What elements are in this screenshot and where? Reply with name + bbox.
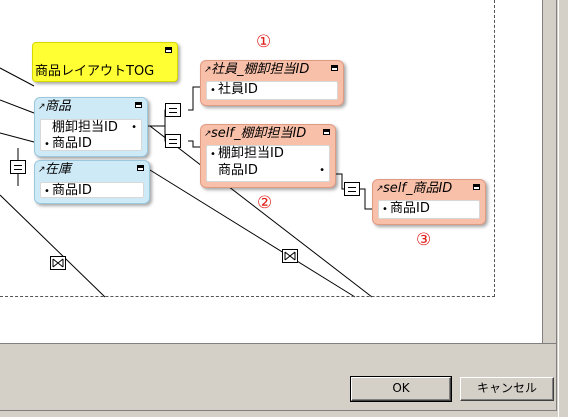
- minimize-icon[interactable]: [473, 184, 480, 190]
- cancel-button[interactable]: キャンセル: [460, 377, 554, 401]
- key-dot-icon: •: [44, 186, 50, 197]
- key-dot-icon: •: [210, 85, 216, 96]
- relation-lines: [0, 67, 373, 298]
- entity-body: 棚卸担当ID• •商品ID: [40, 119, 142, 151]
- arrow-icon: ↗: [204, 65, 212, 75]
- entity-zaiko[interactable]: ↗ 在庫 •商品ID: [34, 160, 150, 204]
- entity-body: •棚卸担当ID 商品ID•: [206, 145, 330, 182]
- relation-equal-icon[interactable]: [165, 103, 181, 117]
- entity-title: 在庫: [45, 162, 72, 177]
- badge-two: ②: [257, 193, 273, 213]
- entity-body: •商品ID: [378, 200, 480, 219]
- entity-body: •商品ID: [40, 182, 144, 198]
- divider: [0, 410, 557, 411]
- attribute-row[interactable]: •商品ID: [382, 201, 479, 218]
- entity-self-tana[interactable]: ↗ self_棚卸担当ID •棚卸担当ID 商品ID•: [200, 124, 336, 188]
- relation-equal-icon[interactable]: [10, 160, 26, 174]
- attribute-row[interactable]: 商品ID •: [210, 163, 329, 179]
- badge-one: ①: [256, 32, 272, 52]
- minimize-icon[interactable]: [165, 47, 172, 53]
- entity-title: self_商品ID: [383, 181, 453, 196]
- divider: [556, 0, 557, 410]
- entity-title: self_棚卸担当ID: [211, 126, 307, 141]
- minimize-icon[interactable]: [137, 165, 144, 171]
- badge-three: ③: [416, 230, 432, 250]
- arrow-icon: ↗: [204, 129, 212, 139]
- attribute-row[interactable]: •棚卸担当ID: [210, 146, 329, 163]
- attribute-label: 商品ID: [390, 201, 430, 216]
- entity-self-shohin[interactable]: ↗ self_商品ID •商品ID: [372, 179, 486, 225]
- arrow-icon: ↗: [38, 102, 46, 112]
- attribute-label: 棚卸担当ID: [52, 120, 118, 135]
- attribute-row[interactable]: •商品ID: [44, 183, 143, 200]
- diagram-canvas[interactable]: 商品レイアウトTOG ↗ 商品 棚卸担当ID• •商品ID ↗ 在庫 •商品ID…: [0, 0, 542, 343]
- attribute-row[interactable]: •社員ID: [210, 82, 337, 99]
- entity-title: 商品: [45, 99, 72, 114]
- relation-cross-icon[interactable]: [50, 256, 66, 270]
- vertical-scrollbar[interactable]: [542, 0, 557, 343]
- minimize-icon[interactable]: [331, 65, 338, 71]
- print-area-border: [0, 0, 495, 297]
- connector-dot-icon: •: [319, 165, 325, 176]
- minimize-icon[interactable]: [323, 129, 330, 135]
- key-dot-icon: •: [44, 139, 50, 150]
- divider: [0, 343, 556, 344]
- ok-button[interactable]: OK: [350, 376, 452, 402]
- attribute-row[interactable]: •商品ID: [44, 136, 141, 153]
- key-dot-icon: •: [382, 204, 388, 215]
- relation-equal-icon[interactable]: [165, 134, 181, 148]
- minimize-icon[interactable]: [135, 102, 142, 108]
- key-dot-icon: •: [210, 149, 216, 160]
- attribute-label: 商品ID: [52, 183, 92, 198]
- window-edge: [558, 0, 568, 417]
- entity-title: 社員_棚卸担当ID: [211, 62, 310, 77]
- attribute-label: 棚卸担当ID: [218, 146, 284, 161]
- note-label: 商品レイアウトTOG: [35, 64, 155, 79]
- attribute-row[interactable]: 棚卸担当ID •: [44, 120, 141, 136]
- attribute-label: 社員ID: [218, 82, 258, 97]
- note-tog[interactable]: 商品レイアウトTOG: [32, 42, 178, 82]
- arrow-icon: ↗: [38, 165, 46, 175]
- attribute-label: 商品ID: [52, 136, 92, 151]
- relation-cross-icon[interactable]: [282, 249, 298, 263]
- relation-equal-icon[interactable]: [344, 182, 360, 196]
- entity-shohin[interactable]: ↗ 商品 棚卸担当ID• •商品ID: [34, 97, 148, 157]
- entity-shain-tana[interactable]: ↗ 社員_棚卸担当ID •社員ID: [200, 60, 344, 106]
- entity-body: •社員ID: [206, 81, 338, 100]
- connector-dot-icon: •: [131, 122, 137, 133]
- arrow-icon: ↗: [376, 184, 384, 194]
- attribute-label: 商品ID: [218, 163, 258, 178]
